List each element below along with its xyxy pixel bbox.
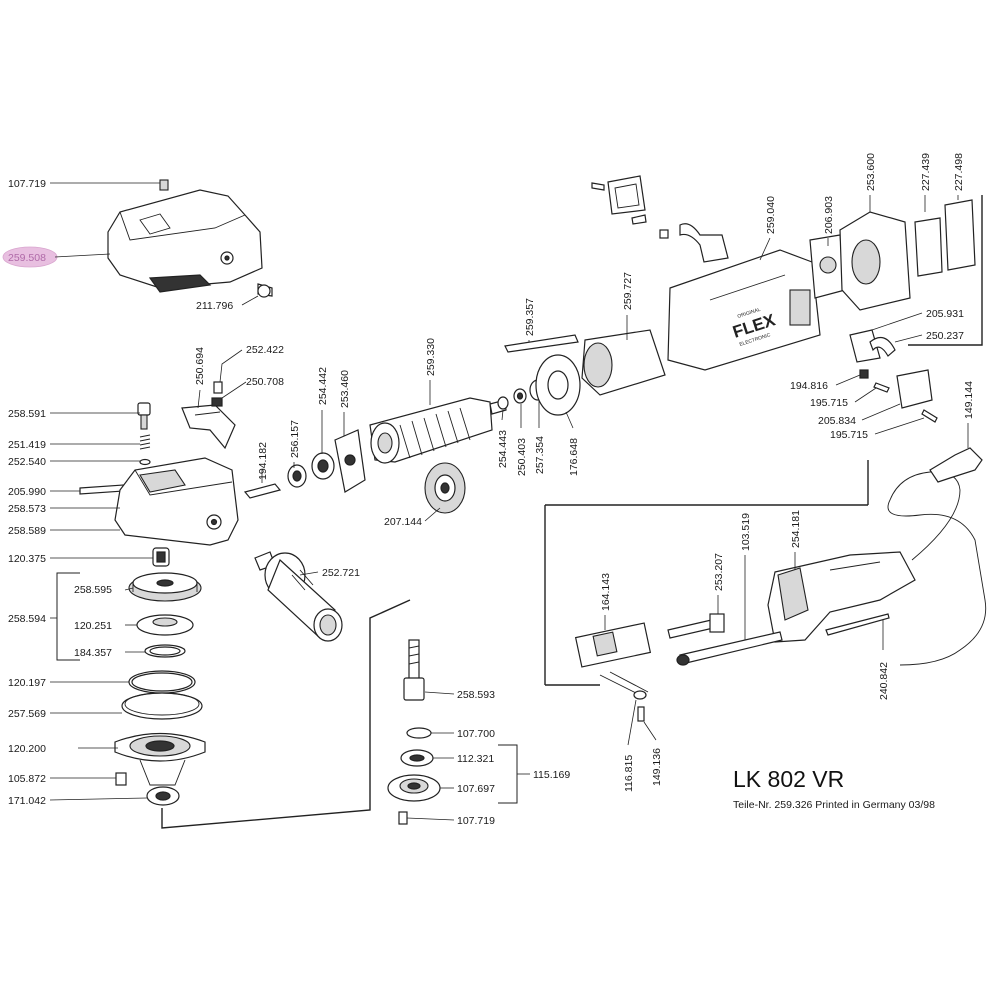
assembly-frame-lines xyxy=(161,195,983,829)
label-227498: 227.498 xyxy=(953,153,965,191)
label-257569: 257.569 xyxy=(8,708,46,720)
label-205931: 205.931 xyxy=(926,308,964,320)
label-107719-top: 107.719 xyxy=(8,178,46,190)
label-256157: 256.157 xyxy=(289,420,301,458)
label-259040: 259.040 xyxy=(765,196,777,234)
label-120200: 120.200 xyxy=(8,743,46,755)
label-259330: 259.330 xyxy=(425,338,437,376)
label-120251: 120.251 xyxy=(74,620,112,632)
label-254181: 254.181 xyxy=(790,510,802,548)
label-194182: 194.182 xyxy=(257,442,269,480)
label-206903: 206.903 xyxy=(823,196,835,234)
label-250708: 250.708 xyxy=(246,376,284,388)
label-240842: 240.842 xyxy=(878,662,890,700)
label-195715-a: 195.715 xyxy=(810,397,848,409)
label-105872: 105.872 xyxy=(8,773,46,785)
label-253460: 253.460 xyxy=(339,370,351,408)
part-labels: 107.719 259.508 211.796 250.694 252.422 … xyxy=(8,153,975,827)
bevel-gear-stack-drawing xyxy=(114,572,206,806)
label-259357: 259.357 xyxy=(524,298,536,336)
label-251419: 251.419 xyxy=(8,439,46,451)
armature-drawing xyxy=(243,354,581,514)
label-195715-b: 195.715 xyxy=(830,429,868,441)
label-211796: 211.796 xyxy=(196,300,233,312)
label-171042: 171.042 xyxy=(8,795,46,807)
label-258594: 258.594 xyxy=(8,613,46,625)
side-handle-drawing xyxy=(254,551,343,642)
spindle-drawing xyxy=(387,639,441,825)
label-103519: 103.519 xyxy=(740,513,752,551)
label-250694: 250.694 xyxy=(194,347,206,385)
label-107697: 107.697 xyxy=(457,783,495,795)
label-107719-bottom: 107.719 xyxy=(457,815,495,827)
label-259508: 259.508 xyxy=(8,252,46,264)
label-164143: 164.143 xyxy=(600,573,612,611)
label-184357: 184.357 xyxy=(74,647,112,659)
label-205990: 205.990 xyxy=(8,486,46,498)
label-120197: 120.197 xyxy=(8,677,46,689)
gear-cover-drawing xyxy=(107,179,273,298)
label-227439: 227.439 xyxy=(920,153,932,191)
label-258593: 258.593 xyxy=(457,689,495,701)
label-257354: 257.354 xyxy=(534,436,546,474)
part-number-subtitle: Teile-Nr. 259.326 Printed in Germany 03/… xyxy=(733,799,935,811)
label-259727: 259.727 xyxy=(622,272,634,310)
label-252422: 252.422 xyxy=(246,344,284,356)
label-120375: 120.375 xyxy=(8,553,46,565)
gear-head-drawing xyxy=(79,381,239,567)
label-116815: 116.815 xyxy=(623,755,635,792)
label-254442: 254.442 xyxy=(317,367,329,405)
label-207144: 207.144 xyxy=(384,516,422,528)
label-112321: 112.321 xyxy=(457,753,494,765)
label-253600: 253.600 xyxy=(865,153,877,191)
label-194816: 194.816 xyxy=(790,380,828,392)
label-250403: 250.403 xyxy=(516,438,528,476)
label-253207: 253.207 xyxy=(713,553,725,591)
label-252721: 252.721 xyxy=(322,567,360,579)
label-252540: 252.540 xyxy=(8,456,46,468)
label-107700: 107.700 xyxy=(457,728,495,740)
label-115169: 115.169 xyxy=(533,769,570,781)
label-258591: 258.591 xyxy=(8,408,46,420)
leader-lines xyxy=(49,182,969,821)
label-205834: 205.834 xyxy=(818,415,856,427)
label-149144: 149.144 xyxy=(963,381,975,419)
label-254443: 254.443 xyxy=(497,430,509,468)
model-title: LK 802 VR xyxy=(733,766,844,792)
rear-handle-drawing xyxy=(574,447,987,722)
label-149136: 149.136 xyxy=(651,748,663,786)
label-258573: 258.573 xyxy=(8,503,46,515)
label-250237: 250.237 xyxy=(926,330,964,342)
label-258595: 258.595 xyxy=(74,584,112,596)
motor-housing-drawing: ORIGINAL FLEX ELECTRONIC xyxy=(504,175,976,423)
label-176648: 176.648 xyxy=(568,438,580,476)
label-258589: 258.589 xyxy=(8,525,46,537)
